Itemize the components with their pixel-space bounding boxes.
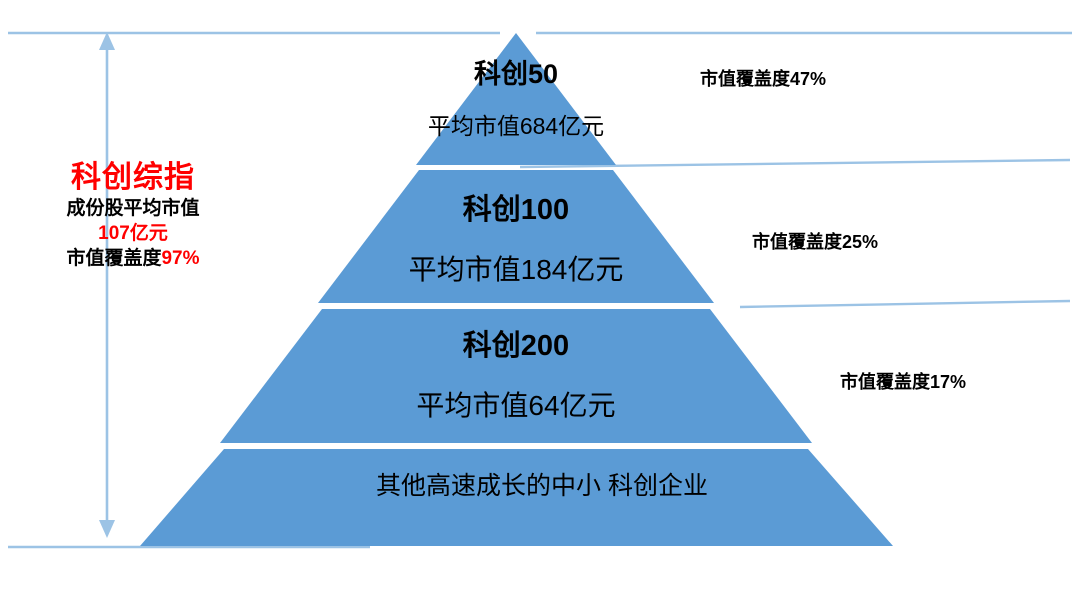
tier-name: 科创100 [462, 194, 570, 226]
tier-label-kechuang50: 科创50 平均市值684亿元 [256, 52, 776, 141]
tier-name: 科创50 [473, 59, 559, 89]
leader-line-tier1 [519, 158, 1071, 169]
tier-label-kechuang100: 科创100 平均市值184亿元 [256, 186, 776, 288]
height-measure-arrow [99, 32, 115, 538]
avg-market-cap-value: 107亿元 [98, 223, 168, 245]
pyramid-shape [140, 33, 893, 546]
tier-value: 平均市值184亿元 [408, 254, 624, 285]
coverage-label-tier3: 市值覆盖度17% [840, 372, 967, 392]
coverage-summary-value: 97% [161, 248, 200, 270]
overall-index-summary: 科创综指 成份股平均市值 107亿元 市值覆盖度97% [18, 160, 248, 271]
avg-market-cap-label: 成份股平均市值 [66, 198, 200, 219]
tier-label-other-companies: 其他高速成长的中小 科创企业 [256, 470, 776, 503]
pyramid-tier-4 [140, 449, 893, 546]
coverage-summary: 市值覆盖度97% [18, 246, 248, 271]
pyramid-tier-1 [416, 33, 616, 165]
coverage-summary-label: 市值覆盖度 [66, 248, 162, 270]
coverage-label-tier1: 市值覆盖度47% [700, 69, 827, 89]
leader-line-tier2 [739, 299, 1071, 309]
coverage-label-tier2: 市值覆盖度25% [752, 232, 879, 252]
index-name-heading: 科创综指 [71, 161, 195, 194]
tier-label-kechuang200: 科创200 平均市值64亿元 [256, 322, 776, 424]
tier-value: 平均市值64亿元 [416, 390, 616, 421]
tier-value: 平均市值684亿元 [427, 113, 605, 139]
tier-value: 其他高速成长的中小 科创企业 [376, 472, 708, 500]
tier-name: 科创200 [462, 330, 570, 362]
pyramid-tier-2 [318, 170, 714, 303]
pyramid-tier-3 [220, 309, 812, 443]
